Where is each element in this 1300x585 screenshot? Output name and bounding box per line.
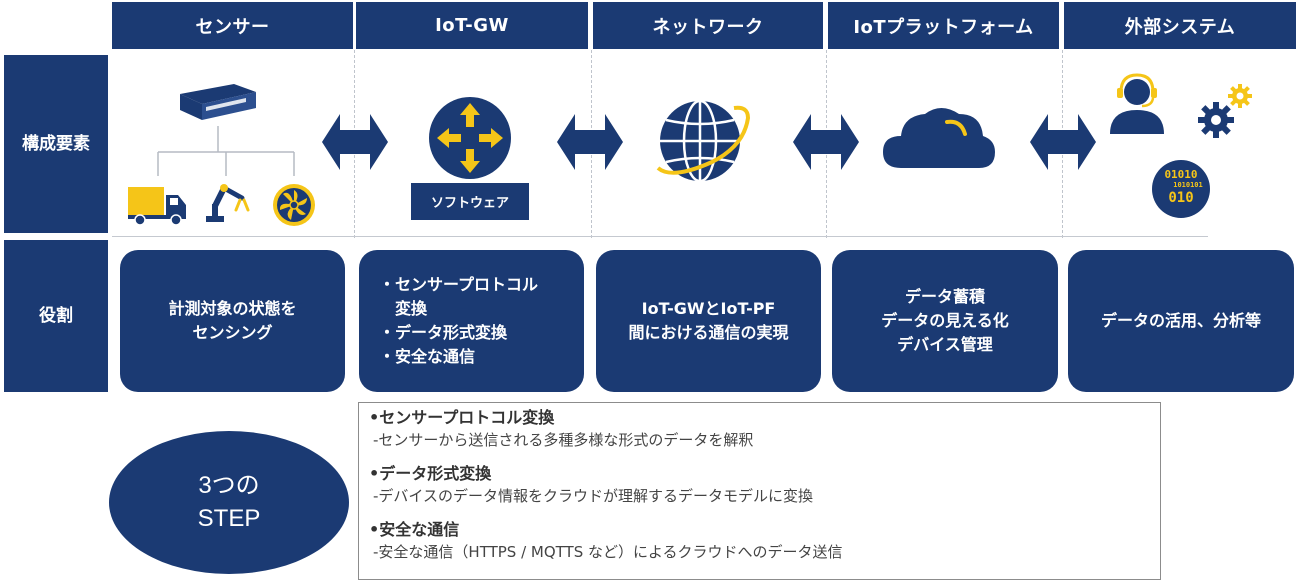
double-arrow-icon	[322, 114, 388, 170]
header-iot-platform: IoTプラットフォーム	[828, 2, 1059, 49]
binary-line: 01010	[1164, 168, 1198, 181]
cloud-icon	[883, 108, 995, 168]
step-title: •安全な通信	[369, 520, 460, 539]
step-item: •安全な通信 -安全な通信（HTTPS / MQTTS など）によるクラウドへの…	[369, 519, 1150, 563]
role-box-sensor: 計測対象の状態を センシング	[120, 250, 345, 392]
step-description: -センサーから送信される多種多様な形式のデータを解釈	[373, 431, 754, 449]
double-arrow-icon	[793, 114, 859, 170]
globe-icon	[656, 99, 751, 183]
binary-line: 010	[1168, 190, 1194, 206]
header-sensor: センサー	[112, 2, 353, 49]
role-text-line: 間における通信の実現	[628, 323, 789, 342]
sensor-connector-lines	[157, 126, 295, 176]
step-description: -デバイスのデータ情報をクラウドが理解するデータモデルに変換	[373, 487, 813, 505]
role-box-external-system: データの活用、分析等	[1068, 250, 1294, 392]
step-title: •データ形式変換	[369, 464, 492, 483]
role-box-iot-gw: ・センサープロトコル 変換 ・データ形式変換 ・安全な通信	[359, 250, 584, 392]
role-text-line: データの見える化	[881, 311, 1009, 330]
row-label-components: 構成 要素	[4, 55, 108, 233]
three-steps-line2: STEP	[197, 504, 261, 532]
role-text-line: ・安全な通信	[379, 347, 476, 366]
header-iot-gw: IoT-GW	[356, 2, 588, 49]
three-steps-line1: 3つの	[198, 472, 260, 500]
sensor-device-icon	[180, 84, 256, 120]
header-network: ネットワーク	[593, 2, 823, 49]
role-text-line: IoT-GWとIoT-PF	[641, 299, 776, 318]
step-title: •センサープロトコル変換	[369, 408, 555, 427]
role-text-line: データ蓄積	[904, 287, 985, 306]
router-icon	[429, 97, 511, 179]
three-steps-badge: 3つの STEP	[109, 431, 349, 574]
role-box-iot-platform: データ蓄積 データの見える化 デバイス管理	[832, 250, 1058, 392]
truck-icon	[128, 187, 186, 226]
robot-arm-icon	[206, 184, 250, 222]
step-item: •データ形式変換 -デバイスのデータ情報をクラウドが理解するデータモデルに変換	[369, 463, 1150, 507]
binary-line: 1010101	[1173, 181, 1203, 189]
role-text-line: ・センサープロトコル	[379, 275, 539, 294]
row-divider	[112, 236, 1208, 237]
step-description: -安全な通信（HTTPS / MQTTS など）によるクラウドへのデータ送信	[373, 543, 843, 561]
binary-data-icon: 01010 1010101 010	[1152, 160, 1210, 218]
role-text-line: ・データ形式変換	[379, 323, 508, 342]
header-external-system: 外部システム	[1064, 2, 1296, 49]
role-text-line: データの活用、分析等	[1100, 311, 1261, 330]
steps-detail-box: •センサープロトコル変換 -センサーから送信される多種多様な形式のデータを解釈 …	[358, 402, 1161, 580]
software-label: ソフトウェア	[411, 183, 529, 220]
double-arrow-icon	[1030, 114, 1096, 170]
role-text-line: デバイス管理	[897, 335, 993, 354]
role-text-line: 計測対象の状態を	[168, 299, 297, 318]
support-person-icon	[1110, 73, 1164, 134]
row-label-role: 役割	[4, 240, 108, 392]
gears-icon	[1198, 84, 1252, 138]
double-arrow-icon	[557, 114, 623, 170]
role-box-network: IoT-GWとIoT-PF 間における通信の実現	[596, 250, 821, 392]
step-item: •センサープロトコル変換 -センサーから送信される多種多様な形式のデータを解釈	[369, 407, 1150, 451]
row-label-components-line2: 要素	[56, 133, 90, 154]
fan-icon	[273, 184, 315, 226]
role-text-line: 変換	[379, 299, 428, 318]
role-text-line: センシング	[192, 323, 273, 342]
row-label-components-line1: 構成	[22, 133, 56, 154]
